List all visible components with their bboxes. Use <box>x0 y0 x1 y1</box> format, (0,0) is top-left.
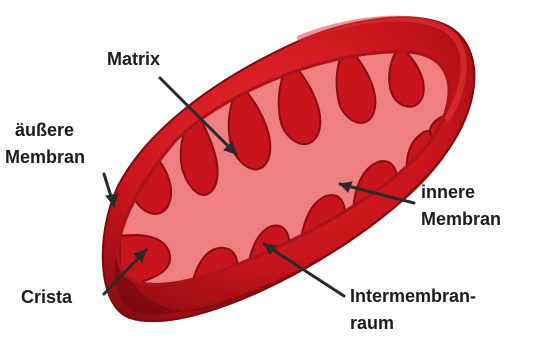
label-matrix: Matrix <box>107 48 160 71</box>
label-outer-membrane-line2: Membran <box>5 146 85 169</box>
label-intermembrane-line1: Intermembran- <box>350 285 476 308</box>
label-inner-membrane-line1: innere <box>421 181 475 204</box>
label-inner-membrane-line2: Membran <box>421 208 501 231</box>
label-intermembrane-line2: raum <box>350 312 394 335</box>
label-outer-membrane-line1: äußere <box>15 119 74 142</box>
label-crista: Crista <box>21 286 72 309</box>
